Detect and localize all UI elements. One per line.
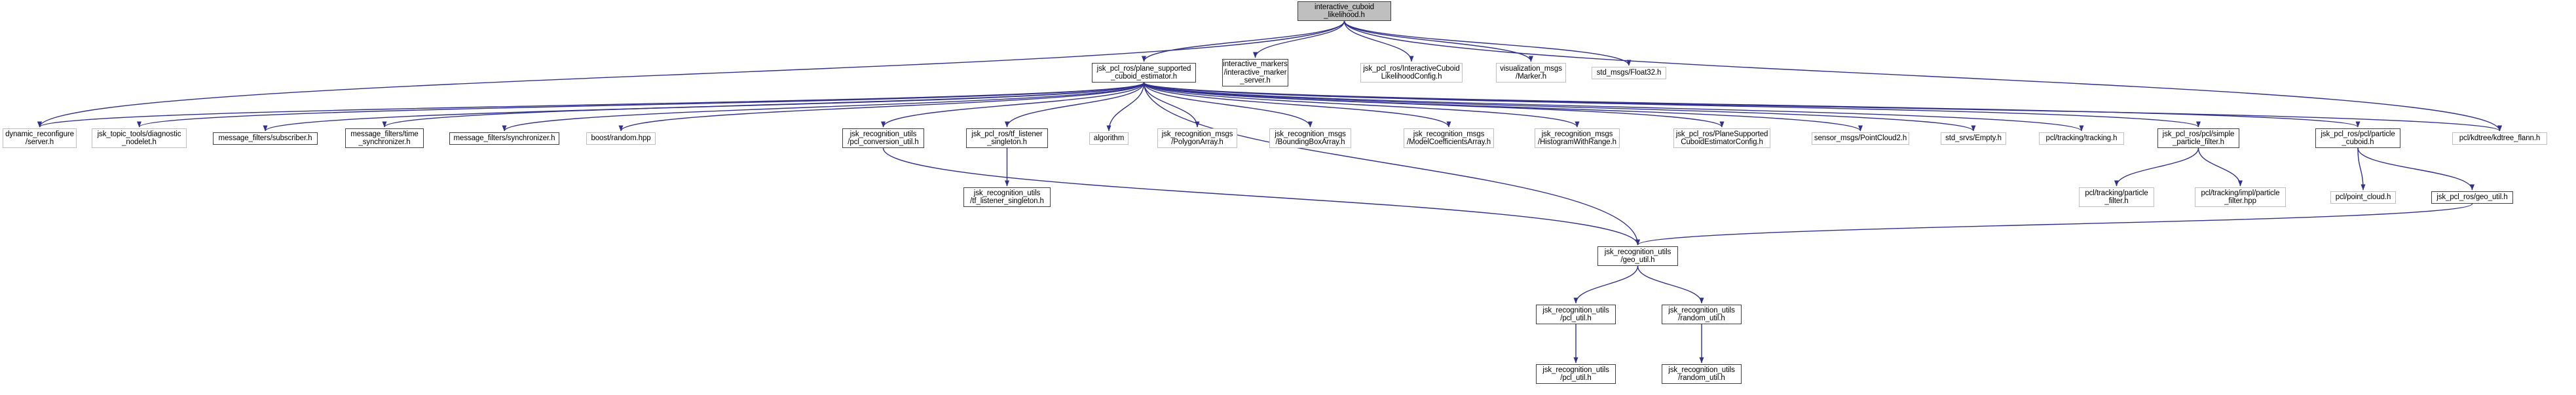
graph-node[interactable]: jsk_recognition_utils /random_util.h — [1662, 364, 1742, 384]
graph-edge — [1635, 203, 2473, 246]
graph-node[interactable]: jsk_recognition_msgs /PolygonArray.h — [1157, 128, 1237, 148]
graph-node[interactable]: jsk_pcl_ros/pcl/particle _cuboid.h — [2315, 128, 2400, 148]
graph-edge — [1005, 82, 1145, 128]
graph-edge — [1143, 82, 1580, 128]
graph-node[interactable]: algorithm — [1089, 132, 1129, 145]
graph-edge — [1637, 265, 1704, 304]
graph-edge — [502, 82, 1145, 132]
graph-node[interactable]: pcl/kdtree/kdtree_flann.h — [2452, 132, 2547, 145]
graph-edge — [1106, 82, 1145, 132]
graph-node[interactable]: std_srvs/Empty.h — [1941, 132, 2006, 145]
graph-edge — [1143, 82, 1451, 128]
graph-edge — [1143, 82, 2201, 128]
graph-node[interactable]: jsk_recognition_msgs /BoundingBoxArray.h — [1269, 128, 1351, 148]
graph-node[interactable]: message_filters/subscriber.h — [213, 132, 318, 145]
graph-node[interactable]: pcl/tracking/particle _filter.h — [2079, 187, 2154, 207]
graph-node[interactable]: jsk_recognition_utils /pcl_util.h — [1536, 364, 1616, 384]
graph-node[interactable]: std_msgs/Float32.h — [1592, 67, 1666, 79]
graph-edge — [1143, 82, 2361, 128]
graph-edge — [1253, 20, 1345, 58]
graph-edge — [382, 82, 1145, 128]
graph-node[interactable]: jsk_recognition_msgs /HistogramWithRange… — [1535, 128, 1620, 148]
graph-node[interactable]: message_filters/synchronizer.h — [449, 132, 559, 145]
graph-node-root[interactable]: interactive_cuboid _likelihood.h — [1297, 1, 1391, 21]
graph-node[interactable]: jsk_pcl_ros/geo_util.h — [2431, 191, 2513, 204]
graph-node[interactable]: jsk_recognition_utils /tf_listener_singl… — [963, 187, 1051, 207]
graph-node[interactable]: message_filters/time _synchronizer.h — [345, 128, 424, 148]
graph-node[interactable]: jsk_pcl_ros/InteractiveCuboid Likelihood… — [1360, 63, 1463, 83]
graph-node[interactable]: boost/random.hpp — [586, 132, 656, 145]
graph-edge — [137, 82, 1145, 128]
graph-edge — [1573, 265, 1639, 304]
graph-node[interactable]: jsk_recognition_utils /random_util.h — [1662, 305, 1742, 324]
graph-edge — [881, 82, 1145, 128]
graph-edge — [618, 82, 1145, 132]
graph-node[interactable]: jsk_pcl_ros/PlaneSupported CuboidEstimat… — [1673, 128, 1770, 148]
graph-edge — [1142, 20, 1345, 62]
graph-edge — [2357, 147, 2366, 191]
graph-node[interactable]: pcl/point_cloud.h — [2330, 191, 2396, 204]
graph-edge — [1343, 20, 1414, 62]
graph-node[interactable]: sensor_msgs/PointCloud2.h — [1812, 132, 1909, 145]
graph-node[interactable]: jsk_recognition_utils /pcl_conversion_ut… — [842, 128, 924, 148]
graph-node[interactable]: interactive_markers /interactive_marker … — [1222, 59, 1288, 86]
graph-node[interactable]: jsk_pcl_ros/plane_supported _cuboid_esti… — [1092, 63, 1196, 83]
graph-edge — [1143, 82, 1640, 246]
graph-node[interactable]: jsk_recognition_msgs /ModelCoefficientsA… — [1404, 128, 1494, 148]
graph-edge — [2357, 147, 2474, 191]
graph-node[interactable]: jsk_recognition_utils /pcl_util.h — [1536, 305, 1616, 324]
graph-edge — [2114, 147, 2199, 187]
graph-edge — [1143, 82, 1976, 132]
graph-node[interactable]: jsk_pcl_ros/tf_listener _singleton.h — [966, 128, 1048, 148]
graph-edge — [2197, 147, 2243, 187]
graph-node[interactable]: pcl/tracking/tracking.h — [2039, 132, 2124, 145]
graph-edge — [263, 82, 1145, 132]
graph-edge — [1143, 82, 1313, 128]
graph-node[interactable]: dynamic_reconfigure /server.h — [3, 128, 77, 148]
graph-node[interactable]: jsk_pcl_ros/pcl/simple _particle_filter.… — [2157, 128, 2239, 148]
graph-edge — [37, 82, 1145, 128]
graph-edge — [1343, 20, 1632, 66]
graph-edge — [1143, 82, 1725, 128]
graph-edge — [1143, 82, 1863, 132]
graph-edge — [1143, 82, 2502, 132]
graph-node[interactable]: jsk_topic_tools/diagnostic _nodelet.h — [92, 128, 187, 148]
graph-edge — [1143, 82, 2084, 132]
graph-edge — [1343, 20, 1533, 62]
graph-node[interactable]: visualization_msgs /Marker.h — [1496, 63, 1566, 83]
graph-edge — [1143, 82, 1200, 128]
graph-node[interactable]: pcl/tracking/impl/particle _filter.hpp — [2195, 187, 2286, 207]
graph-node[interactable]: jsk_recognition_utils /geo_util.h — [1597, 246, 1678, 266]
